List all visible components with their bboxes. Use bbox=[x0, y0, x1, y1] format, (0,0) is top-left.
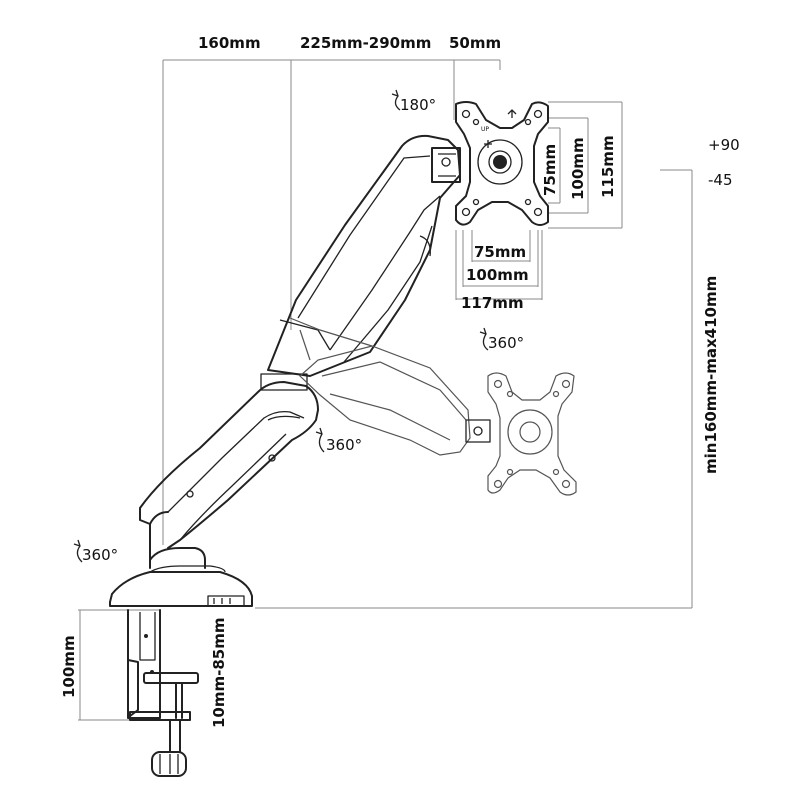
rotate-icon bbox=[482, 333, 489, 351]
tilt-up-label: +90 bbox=[708, 136, 740, 154]
upper-arm-lowered bbox=[289, 317, 491, 456]
desk-clamp bbox=[109, 565, 253, 777]
dim-vesa-75-w: 75mm bbox=[474, 243, 526, 261]
rotation-labels: 180° 360° 360° 360° bbox=[82, 96, 524, 564]
tilt-down-label: -45 bbox=[708, 171, 733, 189]
dim-clamp-range: 10mm-85mm bbox=[210, 618, 228, 729]
rotate-icon bbox=[394, 95, 401, 111]
rotate-icon bbox=[318, 433, 325, 453]
rotation-360-upper-label: 360° bbox=[488, 334, 524, 352]
dim-50mm: 50mm bbox=[449, 34, 501, 52]
dim-height-range: min160mm-max410mm bbox=[702, 276, 720, 474]
rotation-360-base-label: 360° bbox=[82, 546, 118, 564]
dim-vesa-100-h: 100mm bbox=[569, 137, 587, 200]
vesa-plate-lowered bbox=[487, 372, 577, 496]
rotation-arrow-icons bbox=[73, 89, 489, 563]
dimension-labels: 160mm 225mm-290mm 50mm 75mm 100mm 117mm … bbox=[60, 34, 740, 728]
dim-clamp-height: 100mm bbox=[60, 635, 78, 698]
dim-vesa-115-h: 115mm bbox=[599, 135, 617, 198]
up-label: UP bbox=[481, 126, 489, 133]
dim-160mm: 160mm bbox=[198, 34, 261, 52]
dim-225-290mm: 225mm-290mm bbox=[300, 34, 431, 52]
dim-vesa-117-w: 117mm bbox=[461, 294, 524, 312]
dim-vesa-100-w: 100mm bbox=[466, 266, 529, 284]
upper-arm-raised bbox=[267, 134, 461, 377]
dim-vesa-75-h: 75mm bbox=[541, 144, 559, 196]
rotation-180-label: 180° bbox=[400, 96, 436, 114]
rotate-icon bbox=[76, 545, 83, 563]
rotation-360-mid-label: 360° bbox=[326, 436, 362, 454]
dimension-lines bbox=[78, 59, 693, 721]
vesa-plate-raised: UP bbox=[455, 101, 549, 226]
lower-arm bbox=[139, 373, 319, 569]
